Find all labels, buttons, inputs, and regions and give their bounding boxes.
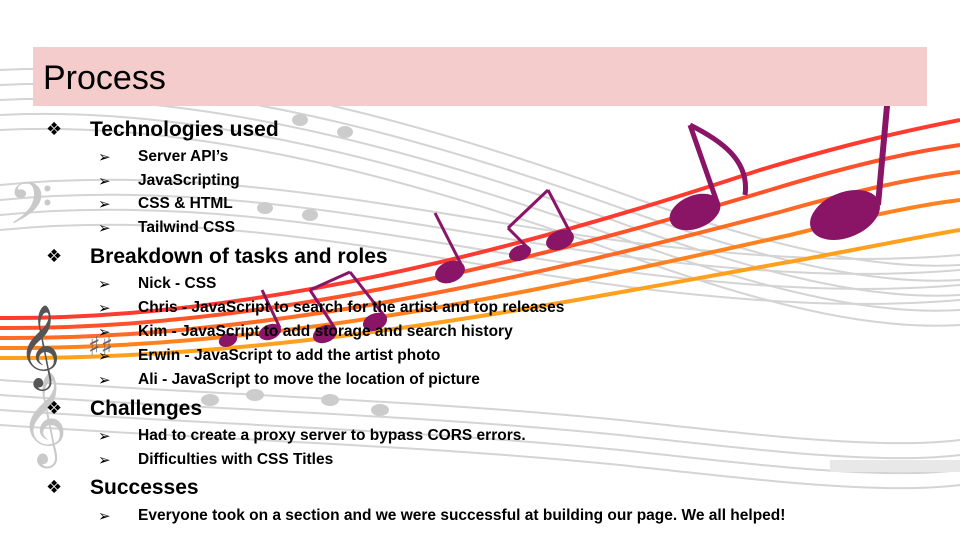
arrow-bullet-icon: ➢: [98, 275, 111, 293]
list-item-text: Kim - JavaScript to add storage and sear…: [138, 323, 513, 340]
diamond-bullet-icon: ❖: [46, 119, 63, 140]
diamond-bullet-icon: ❖: [46, 398, 63, 419]
list-item-text: Tailwind CSS: [138, 219, 236, 236]
arrow-bullet-icon: ➢: [98, 323, 111, 341]
sharp-sign-icon: ♯♯: [88, 332, 113, 362]
treble-clef-icon: 𝄞: [18, 303, 61, 391]
list-item-text: Erwin - JavaScript to add the artist pho…: [138, 347, 441, 364]
list-item-text: Had to create a proxy server to bypass C…: [138, 427, 526, 444]
title-bar: Process: [33, 47, 927, 106]
bass-clef-icon: 𝄢: [8, 170, 53, 252]
list-item-text: JavaScripting: [138, 172, 240, 189]
arrow-bullet-icon: ➢: [98, 371, 111, 389]
arrow-bullet-icon: ➢: [98, 299, 111, 317]
slide-title: Process: [43, 59, 166, 97]
arrow-bullet-icon: ➢: [98, 195, 111, 213]
gray-clefs: 𝄢 𝄞: [8, 170, 67, 468]
arrow-bullet-icon: ➢: [98, 347, 111, 365]
list-item-text: Everyone took on a section and we were s…: [138, 507, 786, 524]
arrow-bullet-icon: ➢: [98, 427, 111, 445]
purple-notes: [218, 94, 891, 348]
lower-right-wave: [830, 460, 960, 472]
list-item-text: Nick - CSS: [138, 275, 217, 292]
list-item-text: Ali - JavaScript to move the location of…: [138, 371, 480, 388]
list-item-text: Server API’s: [138, 148, 229, 165]
section-heading-text: Successes: [90, 476, 199, 499]
arrow-bullet-icon: ➢: [98, 148, 111, 166]
treble-clef-group: 𝄞 ♯♯: [18, 303, 113, 391]
section-heading-text: Challenges: [90, 397, 203, 420]
gray-notes: [201, 114, 389, 416]
diamond-bullet-icon: ❖: [46, 246, 63, 267]
colored-staff-lines: [0, 118, 960, 361]
arrow-bullet-icon: ➢: [98, 219, 111, 237]
arrow-bullet-icon: ➢: [98, 172, 111, 190]
list-item-text: CSS & HTML: [138, 195, 233, 212]
arrow-bullet-icon: ➢: [98, 507, 111, 525]
section-heading-text: Breakdown of tasks and roles: [90, 245, 388, 268]
treble-clef-icon-faded: 𝄞: [20, 371, 67, 468]
diamond-bullet-icon: ❖: [46, 477, 63, 498]
section-heading-text: Technologies used: [90, 118, 279, 141]
arrow-bullet-icon: ➢: [98, 451, 111, 469]
list-item-text: Chris - JavaScript to search for the art…: [138, 299, 565, 316]
list-item-text: Difficulties with CSS Titles: [138, 451, 334, 468]
